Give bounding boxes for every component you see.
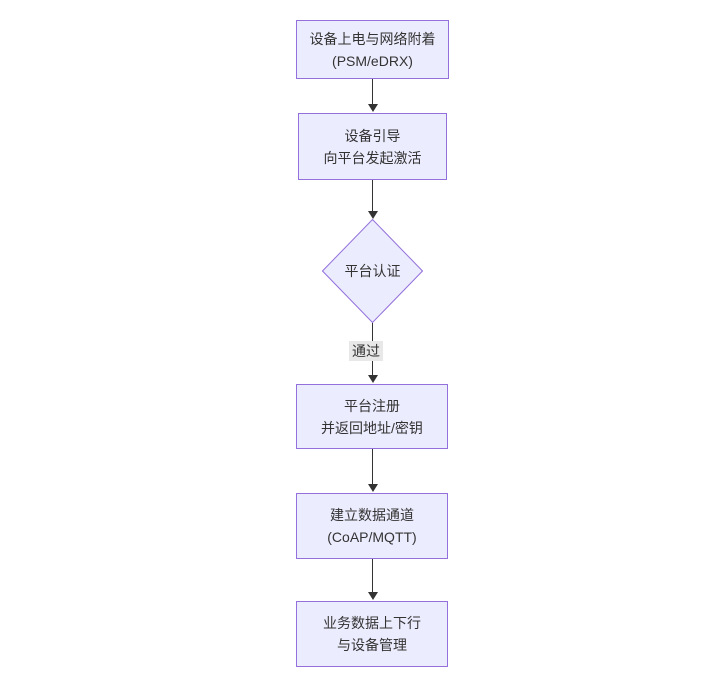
node-power-on-line2: (PSM/eDRX) [332, 52, 413, 69]
node-power-on: 设备上电与网络附着 (PSM/eDRX) [296, 20, 449, 79]
edge-line-power-to-bootstrap [372, 79, 373, 104]
edge-line-channel-to-business [372, 559, 373, 592]
arrowhead-channel-to-business [368, 592, 378, 600]
arrowhead-auth-to-register [368, 375, 378, 383]
node-business-data-line2: 与设备管理 [337, 637, 407, 653]
node-data-channel-line1: 建立数据通道 [330, 507, 414, 523]
node-platform-auth: 平台认证 [322, 219, 423, 323]
node-bootstrap: 设备引导 向平台发起激活 [298, 113, 447, 180]
node-power-on-line1: 设备上电与网络附着 [309, 30, 436, 47]
arrowhead-bootstrap-to-auth [368, 211, 378, 219]
arrowhead-register-to-channel [368, 484, 378, 492]
node-register: 平台注册 并返回地址/密钥 [296, 384, 448, 449]
node-business-data: 业务数据上下行 与设备管理 [296, 601, 448, 667]
edge-label-pass: 通过 [349, 341, 383, 361]
node-platform-auth-label: 平台认证 [344, 263, 401, 279]
arrowhead-power-to-bootstrap [368, 104, 378, 112]
node-business-data-line1: 业务数据上下行 [323, 615, 421, 631]
node-data-channel-line2: (CoAP/MQTT) [327, 529, 417, 545]
edge-line-register-to-channel [372, 449, 373, 484]
diamond-shape-icon [322, 219, 423, 323]
edge-line-bootstrap-to-auth [372, 180, 373, 211]
node-bootstrap-line1: 设备引导 [344, 127, 401, 144]
node-bootstrap-line2: 向平台发起激活 [323, 149, 422, 166]
node-register-line1: 平台注册 [344, 397, 400, 414]
node-register-line2: 并返回地址/密钥 [321, 419, 423, 436]
node-data-channel: 建立数据通道 (CoAP/MQTT) [296, 493, 448, 559]
